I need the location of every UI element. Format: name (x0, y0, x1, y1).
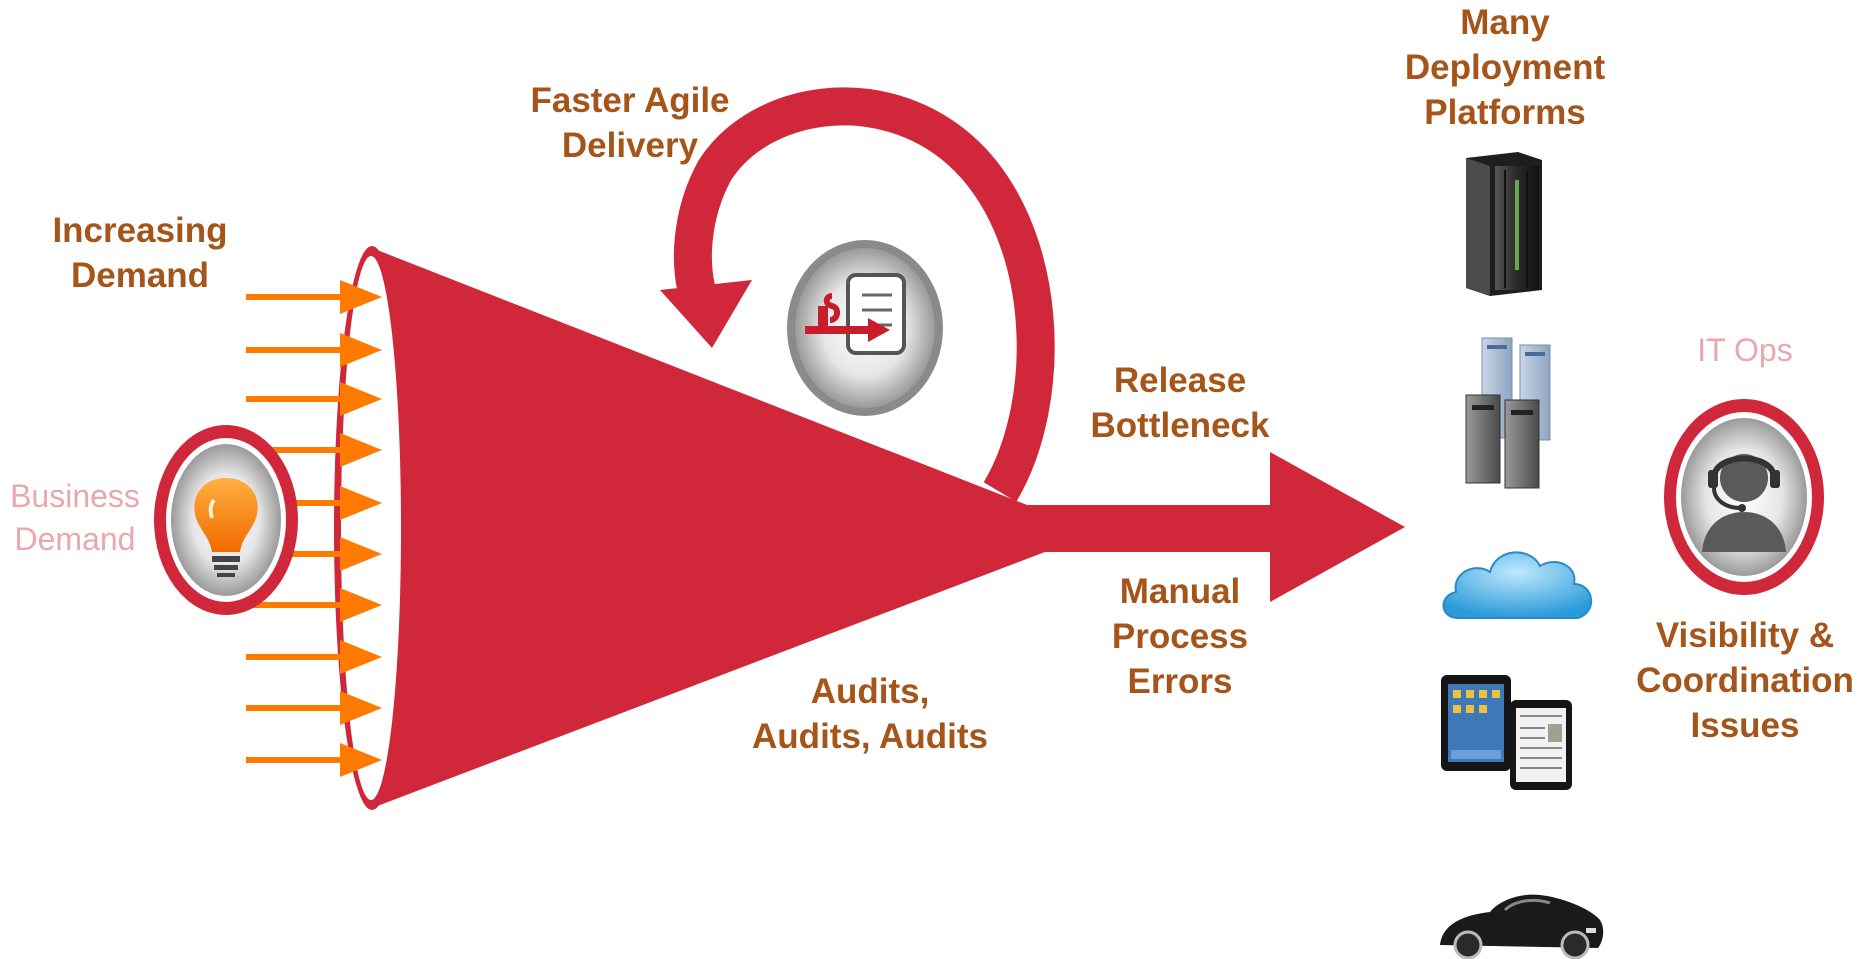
visibility-coordination-label: Visibility & Coordination Issues (1636, 616, 1854, 745)
faster-agile-delivery-label: Faster Agile Delivery (530, 81, 730, 165)
increasing-demand-label: Increasing Demand (52, 211, 228, 295)
it-ops-label: IT Ops (1697, 332, 1793, 368)
cloud-icon (1442, 551, 1593, 619)
funnel-group (334, 246, 1405, 810)
server-cluster-icon (1465, 337, 1551, 489)
mainframe-server-icon (1466, 152, 1542, 296)
funnel-cone (372, 248, 1045, 808)
agile-loop-arrow (660, 87, 1055, 502)
car-icon (1440, 894, 1604, 959)
agile-badge (787, 240, 943, 416)
audits-label: Audits, Audits, Audits (752, 672, 988, 756)
business-demand-label: Business Demand (10, 478, 140, 557)
ops-badge (1664, 399, 1824, 595)
tablet-icon (1441, 675, 1572, 790)
release-document-icon (805, 273, 906, 355)
headset-operator-icon (1702, 454, 1786, 552)
release-arrow (985, 452, 1405, 602)
release-bottleneck-label: Release Bottleneck (1090, 361, 1270, 445)
many-deployment-platforms-label: Many Deployment Platforms (1404, 3, 1606, 132)
manual-process-errors-label: Manual Process Errors (1111, 572, 1249, 701)
lightbulb-icon (194, 478, 258, 577)
business-badge (154, 425, 298, 615)
